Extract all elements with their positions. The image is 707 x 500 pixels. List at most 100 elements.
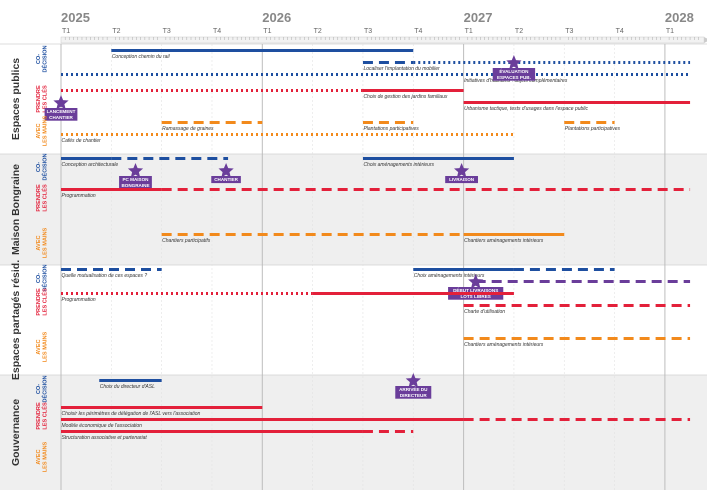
milestone: CHANTIER bbox=[211, 163, 241, 184]
task-label: Choix aménagements intérieurs bbox=[414, 273, 485, 279]
lane-label: PRENDRELES CLÉS bbox=[36, 288, 49, 316]
quarter-tick-label: T4 bbox=[414, 28, 422, 35]
lane-label: CO-DÉCISION bbox=[36, 264, 49, 291]
lane-label: AVECLES MAINS bbox=[36, 442, 49, 473]
section-2: Espaces partagés résid. CO-DÉCISION Quelle… bbox=[10, 260, 691, 380]
quarter-tick-label: T4 bbox=[616, 28, 624, 35]
milestone-label-box bbox=[119, 176, 152, 189]
lane-label-line: PRENDRE bbox=[36, 402, 42, 430]
task-label: Programmation bbox=[62, 297, 96, 303]
task-label: Chantiers aménagements intérieurs bbox=[464, 238, 544, 244]
lane-label: CO-DÉCISION bbox=[36, 375, 49, 402]
lane-avec: AVECLES MAINS bbox=[36, 442, 49, 473]
lane-label: AVECLES MAINS bbox=[36, 332, 49, 363]
lane-label-line: DÉCISION bbox=[41, 45, 49, 72]
task-label: Urbanisme tactique, tests d'usages dans … bbox=[464, 106, 588, 112]
task-label: Modèle économique de l'association bbox=[62, 423, 143, 429]
milestone-label-line: BONGRAINE bbox=[121, 183, 149, 188]
lane-label-line: PRENDRE bbox=[36, 184, 42, 212]
lane-label-line: CO- bbox=[36, 162, 42, 172]
lane-label-line: LES MAINS bbox=[43, 228, 49, 259]
lane-label: AVECLES MAINS bbox=[36, 116, 49, 147]
lane-co: CO-DÉCISION Conception chemin du railLoca… bbox=[36, 45, 691, 84]
task-label: Quelle mutualisation de ces espaces ? bbox=[62, 273, 148, 279]
lane-label-line: AVEC bbox=[36, 123, 42, 138]
milestone-star-icon bbox=[506, 55, 522, 70]
axis-arrow bbox=[704, 37, 707, 43]
lane-label-line: CO- bbox=[36, 273, 42, 283]
task-label: Charte d'utilisation bbox=[464, 309, 505, 315]
milestone-label-line: LIVRAISON bbox=[449, 177, 475, 182]
lane-label-line: LES CLÉS bbox=[41, 288, 49, 316]
lane-label: CO-DÉCISION bbox=[36, 153, 49, 180]
milestone-label-box bbox=[44, 108, 78, 121]
lane-label-line: CO- bbox=[36, 384, 42, 394]
task-label: Choix du directeur d'ASL bbox=[100, 384, 155, 390]
milestone-label-line: LANCEMENT bbox=[47, 109, 76, 114]
milestone-star-icon bbox=[53, 95, 69, 110]
lane-label-line: LES MAINS bbox=[43, 332, 49, 363]
lane-label-line: LES MAINS bbox=[43, 116, 49, 147]
milestone-star-icon bbox=[454, 163, 470, 178]
milestone: LIVRAISON bbox=[445, 163, 478, 184]
lane-label-line: DÉCISION bbox=[41, 153, 49, 180]
lane-avec: AVECLES MAINS Chantiers participatifs Chan… bbox=[36, 228, 565, 259]
lane-label-line: AVEC bbox=[36, 449, 42, 464]
task-label: Structuration associative et partenariat bbox=[62, 435, 148, 441]
lane-label-line: PRENDRE bbox=[36, 288, 42, 316]
quarter-tick-label: T4 bbox=[213, 28, 221, 35]
milestone-star-icon bbox=[127, 163, 144, 178]
lane-co: CO-DÉCISION Conception architecturale Choi… bbox=[36, 153, 514, 189]
task-label: Localiser l'implantation du mobilier bbox=[363, 66, 440, 72]
quarter-tick-label: T3 bbox=[364, 28, 372, 35]
lane-label-line: AVEC bbox=[36, 235, 42, 250]
quarter-tick-label: T3 bbox=[163, 28, 171, 35]
quarter-tick-label: T1 bbox=[62, 28, 70, 35]
milestone-label-line: ARRIVÉE DU bbox=[399, 385, 428, 392]
lane-prendre: PRENDRELES CLÉS Choisir les périmètres de… bbox=[36, 402, 691, 441]
section-0: Espaces publics CO-DÉCISION Conception che… bbox=[10, 45, 691, 147]
milestone-label-box bbox=[492, 68, 536, 81]
milestone-label-line: DÉBUT LIVRAISONS bbox=[453, 286, 498, 293]
lane-co: CO-DÉCISION Choix du directeur d'ASL ARRIV… bbox=[36, 373, 432, 403]
quarter-tick-label: T1 bbox=[465, 28, 473, 35]
milestone-star-icon bbox=[218, 163, 234, 178]
task-label: Conception architecturale bbox=[62, 162, 119, 168]
year-label: 2027 bbox=[464, 10, 493, 25]
task-label: Choisir les périmètres de délégation de … bbox=[62, 411, 201, 417]
lane-label-line: CO- bbox=[36, 54, 42, 64]
section-title: Espaces publics bbox=[10, 58, 22, 140]
task-label: Choix de gestion des jardins familiaux bbox=[363, 94, 447, 100]
lane-label-line: LES CLÉS bbox=[41, 184, 49, 212]
milestone-star-icon bbox=[405, 373, 421, 388]
year-label: 2028 bbox=[665, 10, 694, 25]
milestone-label-line: CHANTIER bbox=[214, 177, 238, 182]
lane-label: PRENDRELES CLÉS bbox=[36, 85, 49, 113]
lane-label: PRENDRELES CLÉS bbox=[36, 402, 49, 430]
milestone-label-line: LOTS LIBRES bbox=[460, 294, 490, 299]
section-title: Maison Bongraine bbox=[10, 164, 22, 255]
milestone-label: LIVRAISON bbox=[449, 177, 475, 182]
lane-label-line: PRENDRE bbox=[36, 85, 42, 113]
milestone-star-icon bbox=[468, 274, 484, 289]
task-label: Choix aménagements intérieurs bbox=[363, 162, 434, 168]
quarter-tick-label: T2 bbox=[112, 28, 120, 35]
task-label: Conception chemin du rail bbox=[112, 54, 171, 60]
section-background bbox=[0, 154, 707, 265]
section-title: Espaces partagés résid. bbox=[10, 260, 22, 380]
task-label: Chantiers participatifs bbox=[162, 238, 211, 244]
task-label: Initiatives d'habitants : objets complém… bbox=[464, 78, 568, 84]
